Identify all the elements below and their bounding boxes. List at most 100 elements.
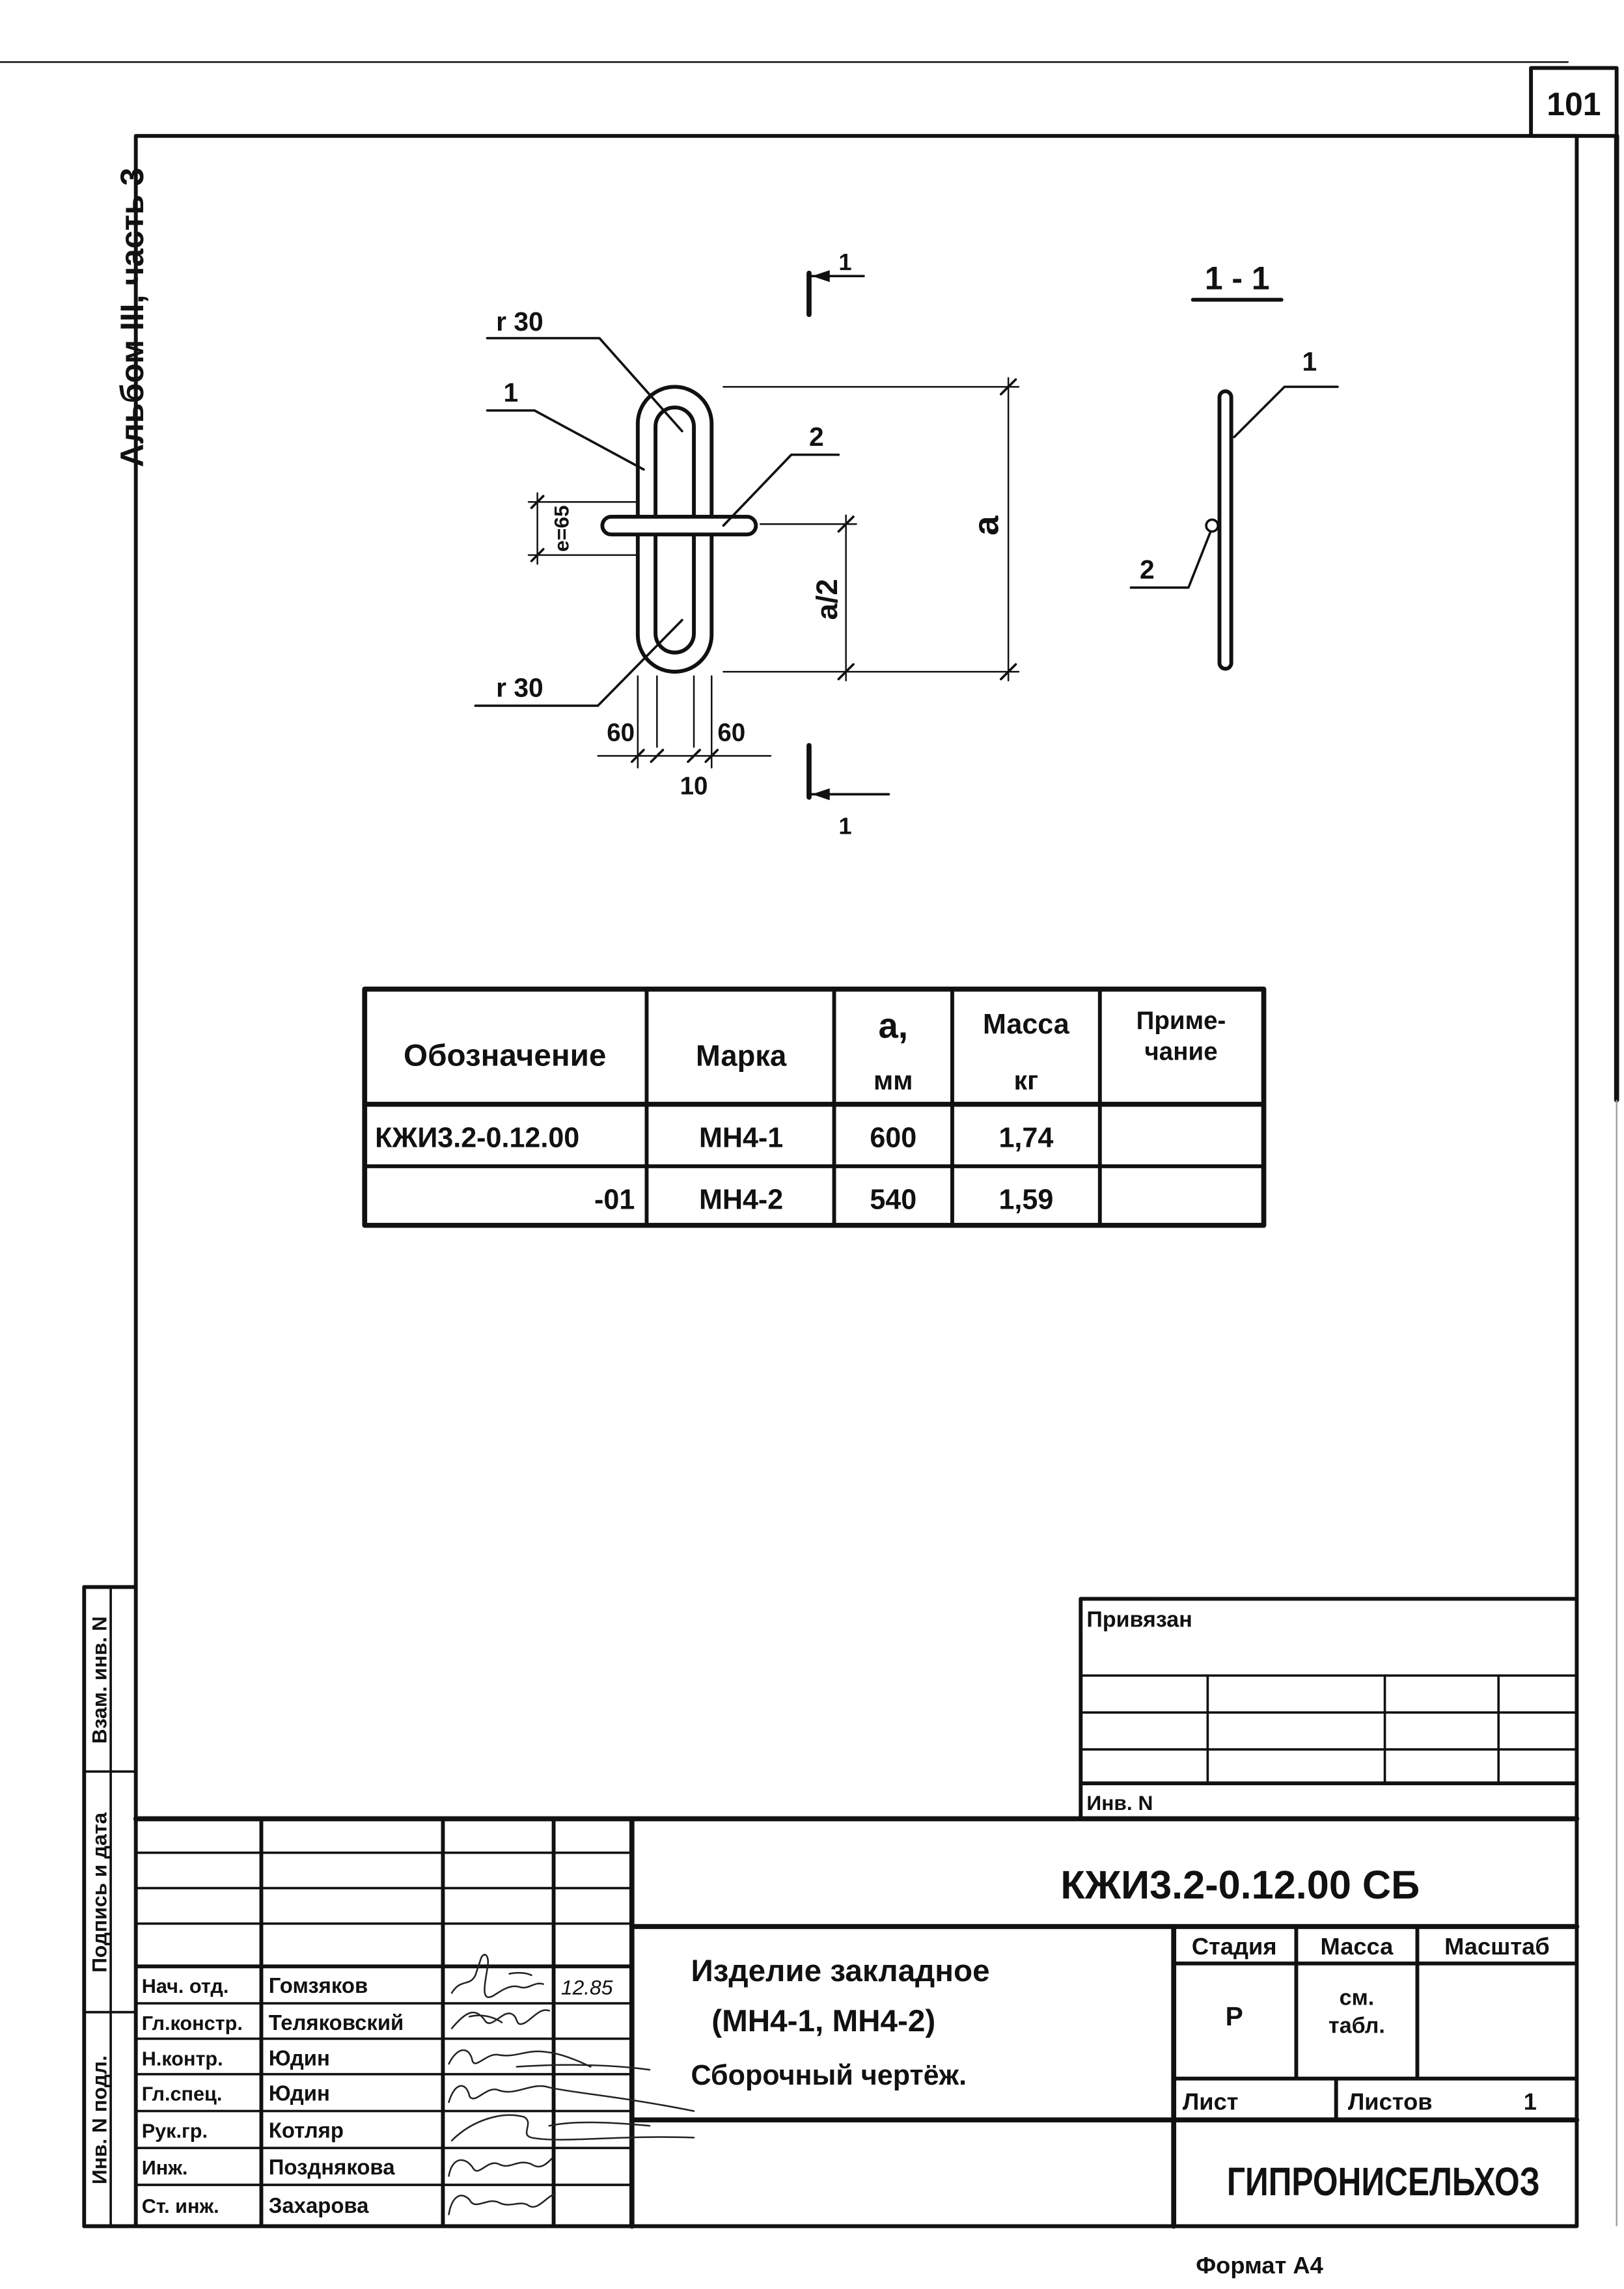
width-left-label: 60 (607, 719, 635, 747)
spec-table: Обозначение Марка a, мм Масса кг Приме- … (362, 986, 1267, 1228)
section-mark-bottom-label: 1 (838, 813, 851, 840)
table-row: Нач. отд. Гомзяков 12.85 (142, 1973, 613, 1999)
mass-value-cont: табл. (1328, 2013, 1385, 2038)
spec-cell-designation: -01 (594, 1185, 635, 1216)
dimension-tick (687, 748, 701, 763)
spec-header-mass-unit: кг (1014, 1065, 1038, 1095)
signatory-role: Н.контр. (142, 2048, 223, 2070)
dimension-tick (1000, 378, 1017, 396)
rod-spacing-label: e=65 (549, 505, 573, 552)
spec-header-mass: Масса (983, 1009, 1070, 1040)
signatory-name: Позднякова (269, 2155, 395, 2179)
signature-chief-designer (450, 2009, 551, 2029)
spec-cell-designation: КЖИ3.2-0.12.00 (375, 1122, 579, 1153)
spec-cell-mass: 1,59 (998, 1185, 1053, 1216)
spec-cell-mark: МН4-2 (699, 1185, 783, 1216)
signature-group-leader (450, 2114, 695, 2142)
spec-header-designation: Обозначение (404, 1039, 606, 1073)
item-1-leader (486, 409, 645, 471)
table-row: -01 МН4-2 540 1,59 (594, 1185, 1053, 1216)
dimension-tick (530, 495, 545, 510)
spec-header-note: Приме- (1136, 1007, 1226, 1035)
length-label: a (966, 515, 1006, 536)
bend-radius-bottom-label: r 30 (496, 673, 544, 703)
document-name-line-3: Сборочный чертёж. (691, 2060, 967, 2091)
section-mark-bottom-arrowhead (812, 788, 830, 801)
document-name-line-2: (МН4-1, МН4-2) (711, 2004, 935, 2038)
table-row: Гл.спец. Юдин (142, 2081, 330, 2105)
half-length-label: a/2 (810, 579, 844, 620)
stage-label: Стадия (1192, 1933, 1277, 1960)
table-row: Инж. Позднякова (142, 2155, 395, 2179)
signature-norm-control (448, 2049, 651, 2071)
signatory-role: Гл.спец. (142, 2083, 223, 2105)
sheets-value: 1 (1524, 2088, 1537, 2115)
spec-cell-mass: 1,74 (998, 1122, 1053, 1153)
organization-name: ГИПРОНИСЕЛЬХОЗ (1227, 2159, 1540, 2204)
scale-label: Масштаб (1444, 1933, 1550, 1960)
dimension-tick (530, 548, 545, 562)
section-item-2-leader (1129, 530, 1212, 589)
dimension-tick (650, 748, 665, 763)
mass-value: см. (1340, 1985, 1375, 2010)
signatory-role: Гл.констр. (142, 2012, 243, 2035)
side-stamp-signature-date: Подпись и дата (87, 1813, 111, 1973)
width-right-label: 60 (717, 719, 745, 747)
section-item-1-leader (1233, 385, 1339, 439)
dimension-tick (1000, 663, 1017, 681)
table-row: Ст. инж. Захарова (142, 2193, 369, 2217)
sheets-label: Листов (1348, 2088, 1433, 2115)
dimension-tick (837, 515, 855, 533)
table-row: Гл.констр. Теляковский (142, 2010, 404, 2035)
table-row: КЖИ3.2-0.12.00 МН4-1 600 1,74 (375, 1122, 1053, 1153)
signatory-role: Рук.гр. (142, 2120, 208, 2142)
item-2-label: 2 (809, 422, 824, 452)
document-name-line-1: Изделие закладное (691, 1954, 990, 1988)
signatory-name: Теляковский (269, 2010, 404, 2035)
spec-header-mark: Марка (696, 1039, 787, 1073)
signatory-name: Котляр (269, 2118, 344, 2142)
side-stamp-original-inv: Инв. N подл. (87, 2055, 111, 2184)
dimension-tick (837, 663, 855, 681)
section-view-title: 1 - 1 (1205, 260, 1270, 297)
spec-header-a-unit: мм (874, 1065, 913, 1095)
drawing-frame (133, 133, 1579, 2228)
section-view-cross-rod (1205, 518, 1220, 533)
format-note: Формат А4 (1196, 2252, 1323, 2279)
bend-radius-top-label: r 30 (496, 307, 544, 336)
spec-cell-mark: МН4-1 (699, 1122, 783, 1153)
signatory-role: Инж. (142, 2157, 188, 2179)
section-item-2-label: 2 (1140, 555, 1155, 584)
signatory-name: Захарова (269, 2193, 369, 2217)
table-row: Н.контр. Юдин (142, 2046, 330, 2070)
spec-header-a: a, (879, 1006, 908, 1046)
item-2-leader (722, 453, 840, 527)
dimension-tick (704, 748, 719, 763)
signatory-role: Нач. отд. (142, 1975, 229, 1997)
cross-rod (600, 515, 758, 537)
section-view: 1 - 1 1 2 (1129, 260, 1339, 671)
main-view: r 30 1 2 r 30 e=65 a a/2 (474, 249, 1020, 840)
side-stamp-replaced-inv: Взам. инв. N (87, 1616, 111, 1744)
bend-radius-top-leader (486, 336, 683, 433)
signature-senior-engineer (448, 2193, 557, 2215)
section-item-1-label: 1 (1302, 346, 1317, 376)
dimension-tick (630, 748, 645, 763)
bend-radius-bottom-leader (474, 618, 683, 707)
album-note: Альбом III, часть 3 (114, 168, 150, 467)
section-mark-top-arrowhead (812, 270, 830, 282)
binding-block: Привязан Инв. N (1079, 1597, 1579, 1821)
spec-table-border (362, 986, 1267, 1228)
table-row: Рук.гр. Котляр (142, 2118, 344, 2142)
signatory-date: 12.85 (561, 1975, 613, 1999)
spec-cell-a: 540 (870, 1185, 916, 1216)
page-number: 101 (1547, 86, 1601, 122)
gap-label: 10 (680, 772, 708, 800)
binding-block-title: Привязан (1086, 1608, 1192, 1632)
signature-head-of-department (450, 1954, 544, 1998)
signatory-name: Юдин (269, 2046, 330, 2070)
spec-header-note-cont: чание (1144, 1038, 1217, 1066)
document-code: КЖИ3.2-0.12.00 СБ (1060, 1863, 1420, 1907)
signatory-name: Юдин (269, 2081, 330, 2105)
